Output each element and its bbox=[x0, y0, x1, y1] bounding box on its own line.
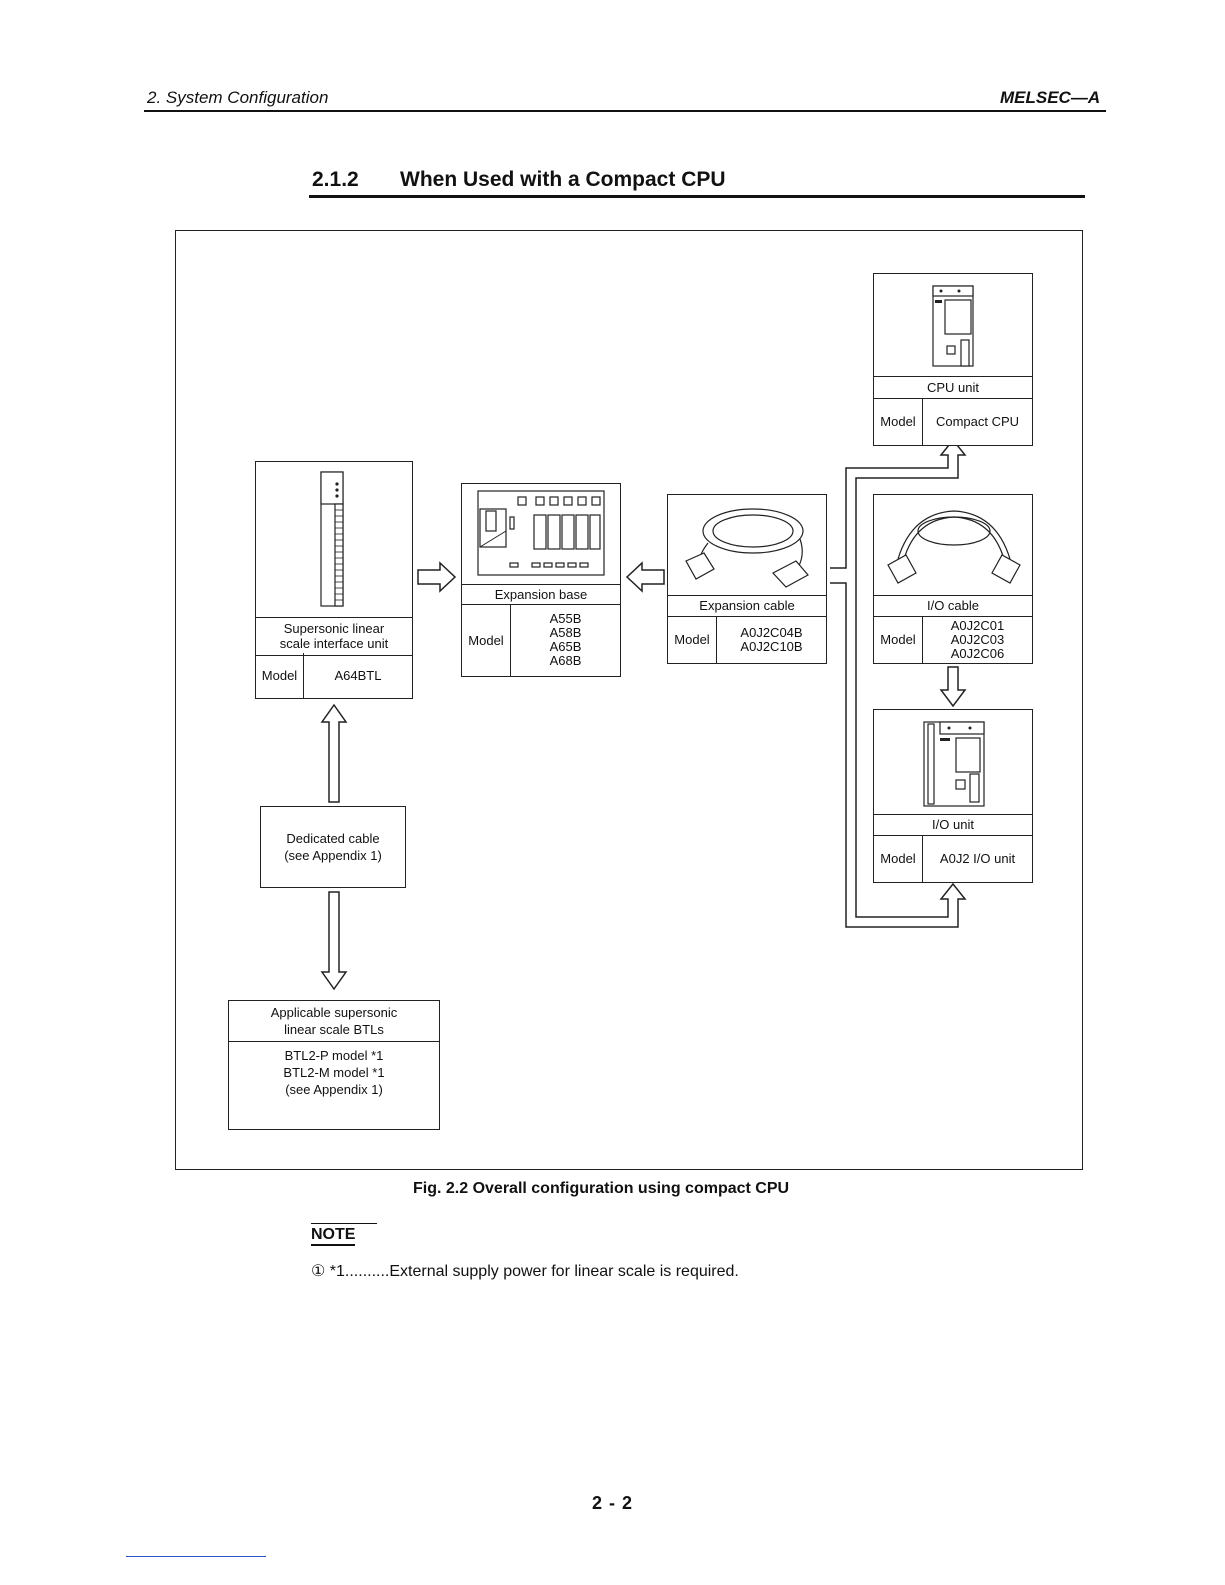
model-value: A0J2C10B bbox=[740, 638, 803, 654]
dedicated-cable-box: Dedicated cable (see Appendix 1) bbox=[260, 806, 406, 888]
io-unit-icon bbox=[874, 710, 1032, 815]
interface-module-icon bbox=[256, 462, 412, 618]
note-title: NOTE bbox=[311, 1226, 356, 1246]
model-label: Model bbox=[874, 835, 923, 882]
arrow-down-icon bbox=[939, 666, 967, 708]
model-value: A0J2C01 bbox=[950, 617, 1005, 633]
io-unit-box: I/O unit Model A0J2 I/O unit bbox=[873, 709, 1033, 883]
io-cable-box: I/O cable Model A0J2C01 A0J2C03 A0J2C06 bbox=[873, 494, 1033, 664]
expansion-base-name: Expansion base bbox=[462, 584, 620, 605]
model-value: A55B bbox=[549, 611, 582, 626]
model-value: A0J2C06 bbox=[950, 645, 1005, 661]
section-rule bbox=[309, 195, 1085, 198]
io-unit-name: I/O unit bbox=[874, 814, 1032, 836]
expansion-cable-box: Expansion cable Model A0J2C04B A0J2C10B bbox=[667, 494, 827, 664]
interface-unit-name-line: scale interface unit bbox=[279, 636, 389, 651]
header-rule bbox=[144, 110, 1106, 112]
dedicated-cable-line: (see Appendix 1) bbox=[284, 848, 382, 863]
btl-appendix-line: (see Appendix 1) bbox=[285, 1082, 383, 1097]
dedicated-cable-line: Dedicated cable bbox=[286, 831, 380, 846]
io-cable-icon bbox=[874, 495, 1032, 596]
btl-model-line: BTL2-M model *1 bbox=[283, 1065, 385, 1080]
cpu-unit-name: CPU unit bbox=[874, 376, 1032, 399]
model-label: Model bbox=[668, 616, 717, 663]
model-value: A65B bbox=[549, 639, 582, 654]
chapter-header: 2. System Configuration bbox=[147, 88, 329, 107]
bottom-link-rule bbox=[126, 1556, 266, 1557]
model-value: A64BTL bbox=[334, 667, 382, 683]
model-value: A0J2C03 bbox=[950, 631, 1005, 647]
note-rule bbox=[311, 1223, 377, 1224]
model-label: Model bbox=[874, 616, 923, 663]
arrow-up-icon bbox=[320, 703, 348, 803]
model-value: A68B bbox=[549, 653, 582, 668]
model-value: A0J2 I/O unit bbox=[939, 850, 1016, 866]
interface-unit-name-line: Supersonic linear bbox=[283, 621, 385, 636]
model-label: Model bbox=[256, 653, 304, 698]
expansion-cable-icon bbox=[668, 495, 826, 596]
section-title: When Used with a Compact CPU bbox=[400, 168, 726, 191]
interface-unit-box: Supersonic linear scale interface unit M… bbox=[255, 461, 413, 699]
btl-title-line: Applicable supersonic bbox=[270, 1005, 398, 1020]
cpu-unit-box: CPU unit Model Compact CPU bbox=[873, 273, 1033, 446]
section-number: 2.1.2 bbox=[312, 168, 359, 191]
expansion-cable-name: Expansion cable bbox=[668, 595, 826, 617]
figure-caption: Fig. 2.2 Overall configuration using com… bbox=[413, 1180, 790, 1197]
arrow-left-icon bbox=[625, 561, 665, 593]
note-text: ① *1..........External supply power for … bbox=[311, 1263, 739, 1280]
io-cable-name: I/O cable bbox=[874, 595, 1032, 617]
expansion-base-icon bbox=[462, 484, 620, 585]
model-label: Model bbox=[874, 398, 923, 445]
page-number: 2 - 2 bbox=[592, 1493, 634, 1513]
cpu-unit-icon bbox=[874, 274, 1032, 377]
arrow-right-icon bbox=[417, 561, 457, 593]
model-value: A58B bbox=[549, 625, 582, 640]
arrow-down-icon bbox=[320, 891, 348, 991]
expansion-base-box: Expansion base Model A55B A58B A65B A68B bbox=[461, 483, 621, 677]
btl-box: Applicable supersonic linear scale BTLs … bbox=[228, 1000, 440, 1130]
model-value: Compact CPU bbox=[935, 413, 1020, 429]
model-value: A0J2C04B bbox=[740, 624, 803, 640]
product-header: MELSEC—A bbox=[1000, 88, 1101, 107]
btl-title-line: linear scale BTLs bbox=[284, 1022, 384, 1037]
btl-model-line: BTL2-P model *1 bbox=[284, 1048, 384, 1063]
figure-frame bbox=[175, 230, 1083, 1170]
model-label: Model bbox=[462, 604, 511, 676]
